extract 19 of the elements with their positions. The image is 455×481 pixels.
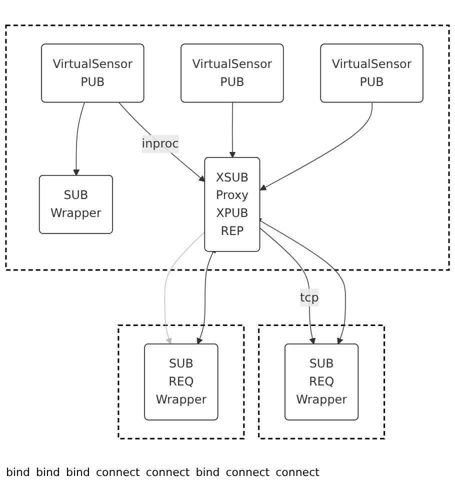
cluster (258, 324, 386, 440)
connection-note: bind (66, 466, 90, 479)
connection-note: connect (146, 466, 190, 479)
arrow (260, 102, 373, 190)
connection-note: connect (276, 466, 320, 479)
edge-label: tcp (300, 290, 319, 304)
arrow (73, 102, 85, 176)
connection-note: bind (196, 466, 220, 479)
connection-note: bind (6, 466, 30, 479)
connection-note: bind (36, 466, 60, 479)
connection-note: connect (96, 466, 140, 479)
arrow (118, 102, 206, 182)
edge-label: inproc (142, 136, 179, 151)
connection-note: connect (226, 466, 270, 479)
cluster (118, 324, 245, 440)
arrow (164, 231, 206, 345)
arrow (260, 228, 316, 345)
cluster (5, 24, 450, 271)
arrow (229, 102, 236, 158)
